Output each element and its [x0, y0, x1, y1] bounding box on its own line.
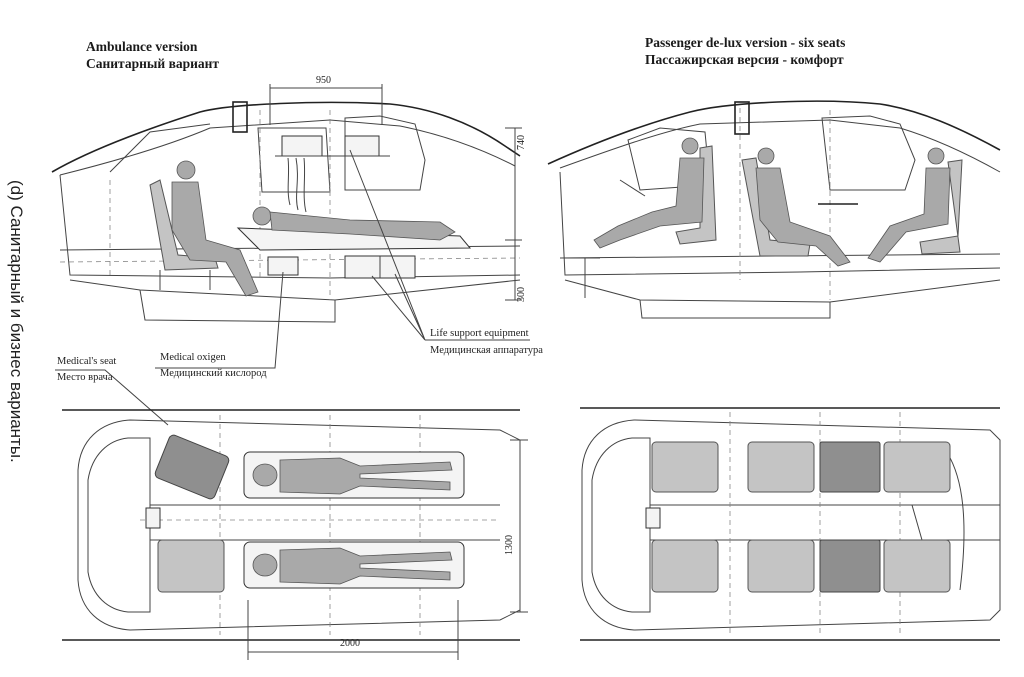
table-plan-1: [819, 441, 881, 493]
patient-plan-lower: [279, 547, 453, 585]
front-seat-plan: [157, 539, 225, 593]
fuselage-top-outline-2: [547, 100, 1001, 165]
medical-oxygen-label-en: Medical oxigen: [160, 352, 226, 363]
seat-plan-1: [651, 441, 719, 493]
cabin-window: [344, 115, 426, 191]
patient-head: [252, 206, 272, 226]
ambulance-plan-view: [62, 409, 528, 660]
passenger-1-head: [757, 147, 775, 165]
passenger-2-figure: [867, 167, 951, 263]
passenger-2-head: [927, 147, 945, 165]
seat-plan-3: [883, 441, 951, 493]
life-support-label-ru: Медицинская аппаратура: [430, 345, 543, 356]
medical-seat-plan: [154, 434, 230, 500]
fuselage-top-outline: [51, 101, 521, 173]
medical-seat-leader: [55, 369, 169, 426]
pilot-seat-side: [675, 145, 717, 245]
plan-outline-2: [581, 419, 1001, 631]
medical-seat-label-ru: Место врача: [57, 372, 113, 383]
control-stick: [619, 179, 646, 197]
passenger-plan-view: [580, 407, 1001, 641]
dim-1300: 1300: [504, 535, 515, 555]
doctor-figure: [171, 181, 259, 297]
medical-oxygen-label-ru: Медицинский кислород: [160, 368, 267, 379]
passenger-seat-2-side: [919, 159, 963, 255]
patient-figure: [269, 211, 456, 241]
patient-plan-upper: [279, 457, 453, 495]
life-support-label-en: Life support equipment: [430, 328, 529, 339]
dim-950: 950: [316, 75, 331, 86]
seat-plan-2: [747, 441, 815, 493]
dim-300: 300: [516, 287, 527, 302]
pilot-head: [681, 137, 699, 155]
doctor-head: [176, 160, 196, 180]
passenger-side-view: [547, 100, 1001, 319]
side-caption: (d) Санитарный и бизнес варианты.: [7, 180, 26, 463]
life-support-leader: [349, 149, 426, 341]
seat-plan-5: [747, 539, 815, 593]
console-block: [145, 507, 161, 529]
dim-2000: 2000: [340, 638, 360, 649]
passenger-title-ru: Пассажирская версия - комфорт: [645, 52, 844, 67]
passenger-title-en: Passenger de-lux version - six seats: [645, 35, 846, 50]
door-frame: [232, 101, 248, 133]
pilot-figure: [593, 157, 705, 249]
overhead-equipment-box: [281, 135, 323, 157]
medical-seat-label-en: Medical's seat: [57, 356, 117, 367]
table-plan-2: [819, 539, 881, 593]
dim-740: 740: [516, 135, 527, 150]
cabin-window-2: [821, 115, 916, 191]
oxygen-leader: [155, 271, 284, 369]
passenger-1-figure: [755, 167, 851, 267]
ambulance-title-en: Ambulance version: [86, 39, 198, 54]
ambulance-side-view: [51, 84, 530, 426]
ambulance-title-ru: Санитарный вариант: [86, 56, 220, 71]
seat-plan-6: [883, 539, 951, 593]
seat-plan-4: [651, 539, 719, 593]
